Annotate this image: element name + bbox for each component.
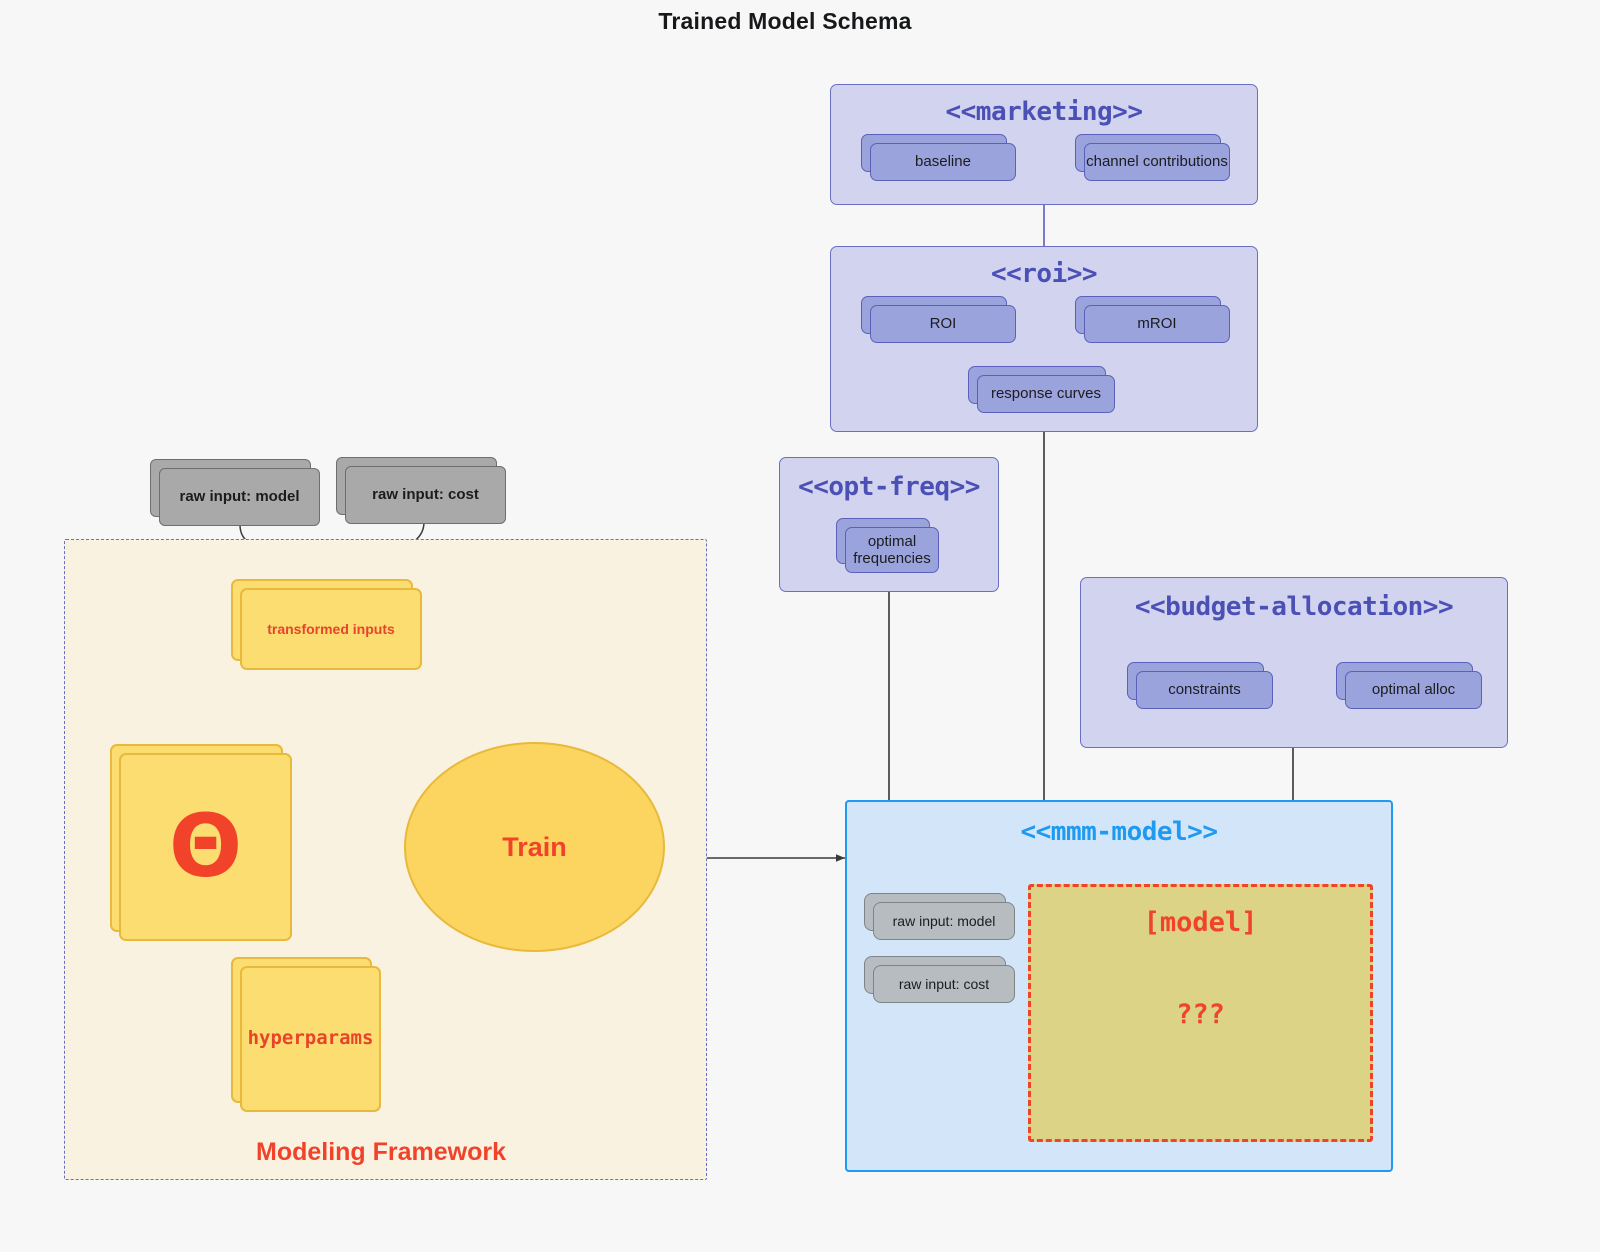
node-mmm-raw-input-cost-label: raw input: cost [873,965,1015,1003]
node-transformed-inputs-label: transformed inputs [240,588,422,670]
package-opt-freq[interactable]: <<opt-freq>> optimal frequencies [779,457,999,592]
package-budget-allocation[interactable]: <<budget-allocation>> constraints optima… [1080,577,1508,748]
node-constraints-label: constraints [1136,671,1273,709]
package-mmm-model[interactable]: <<mmm-model>> raw input: model raw input… [845,800,1393,1172]
package-roi[interactable]: <<roi>> ROI mROI response curves [830,246,1258,432]
package-budget-allocation-title: <<budget-allocation>> [1134,592,1454,622]
node-roi-label: ROI [870,305,1016,343]
package-roi-title: <<roi>> [990,259,1098,289]
node-roi[interactable]: ROI [861,296,1016,343]
page-title: Trained Model Schema [658,8,912,34]
package-opt-freq-title: <<opt-freq>> [798,472,980,502]
modeling-framework-label: Modeling Framework [256,1138,507,1166]
node-hyperparams[interactable]: hyperparams [231,957,381,1112]
node-raw-input-cost[interactable]: raw input: cost [336,457,506,524]
node-mroi[interactable]: mROI [1075,296,1230,343]
node-response-curves-label: response curves [977,375,1115,413]
node-theta[interactable]: Θ [110,744,292,941]
node-mmm-raw-input-model-label: raw input: model [873,902,1015,940]
train-label: Train [502,831,567,862]
package-mmm-model-title: <<mmm-model>> [1020,817,1219,847]
node-channel-contributions[interactable]: channel contributions [1075,134,1230,181]
node-baseline[interactable]: baseline [861,134,1016,181]
node-baseline-label: baseline [870,143,1016,181]
node-mmm-raw-input-model[interactable]: raw input: model [864,893,1015,940]
node-mmm-raw-input-cost[interactable]: raw input: cost [864,956,1015,1003]
node-optimal-frequencies[interactable]: optimal frequencies [836,518,939,573]
node-constraints[interactable]: constraints [1127,662,1273,709]
node-theta-glyph-wrap: Θ [119,753,292,941]
model-placeholder-unknown: ??? [1176,999,1225,1030]
model-placeholder-box[interactable]: [model] ??? [1028,884,1373,1142]
node-raw-input-cost-label: raw input: cost [345,466,506,524]
theta-icon: Θ [168,797,243,897]
package-marketing[interactable]: <<marketing>> baseline channel contribut… [830,84,1258,205]
node-optimal-alloc[interactable]: optimal alloc [1336,662,1482,709]
node-transformed-inputs[interactable]: transformed inputs [231,579,422,670]
package-marketing-title: <<marketing>> [945,97,1144,127]
node-hyperparams-label: hyperparams [240,966,381,1112]
node-response-curves[interactable]: response curves [968,366,1115,413]
node-raw-input-model-label: raw input: model [159,468,320,526]
node-channel-contributions-label: channel contributions [1084,143,1230,181]
node-mroi-label: mROI [1084,305,1230,343]
node-optimal-frequencies-label: optimal frequencies [845,527,939,573]
node-raw-input-model[interactable]: raw input: model [150,459,320,526]
model-placeholder-title: [model] [1143,907,1258,938]
node-optimal-alloc-label: optimal alloc [1345,671,1482,709]
train-ellipse[interactable]: Train [404,742,665,952]
